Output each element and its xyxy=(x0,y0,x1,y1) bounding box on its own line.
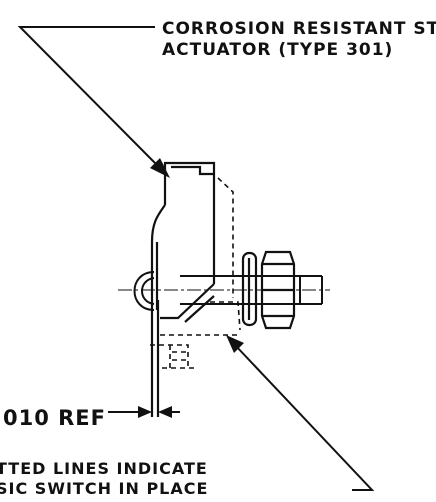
note-label-line1: TTED LINES INDICATE xyxy=(0,459,208,478)
dimension-arrowhead-left xyxy=(138,406,152,418)
dimension-label: .010 REF xyxy=(0,406,106,430)
switch-outline-dashed xyxy=(150,177,241,369)
washer xyxy=(241,251,258,327)
note-leader xyxy=(234,344,375,491)
note-leader-arrowhead xyxy=(226,335,244,353)
dimension-arrowhead-right xyxy=(158,406,172,418)
actuator-label-line1: CORROSION RESISTANT STEEL xyxy=(162,19,436,39)
note-label-line2: SIC SWITCH IN PLACE xyxy=(0,479,208,498)
actuator-label-line2: ACTUATOR (TYPE 301) xyxy=(162,40,393,60)
actuator-leader xyxy=(17,26,158,166)
rivet-head xyxy=(133,271,155,311)
hex-nut xyxy=(260,250,296,330)
actuator-bracket xyxy=(150,161,216,417)
